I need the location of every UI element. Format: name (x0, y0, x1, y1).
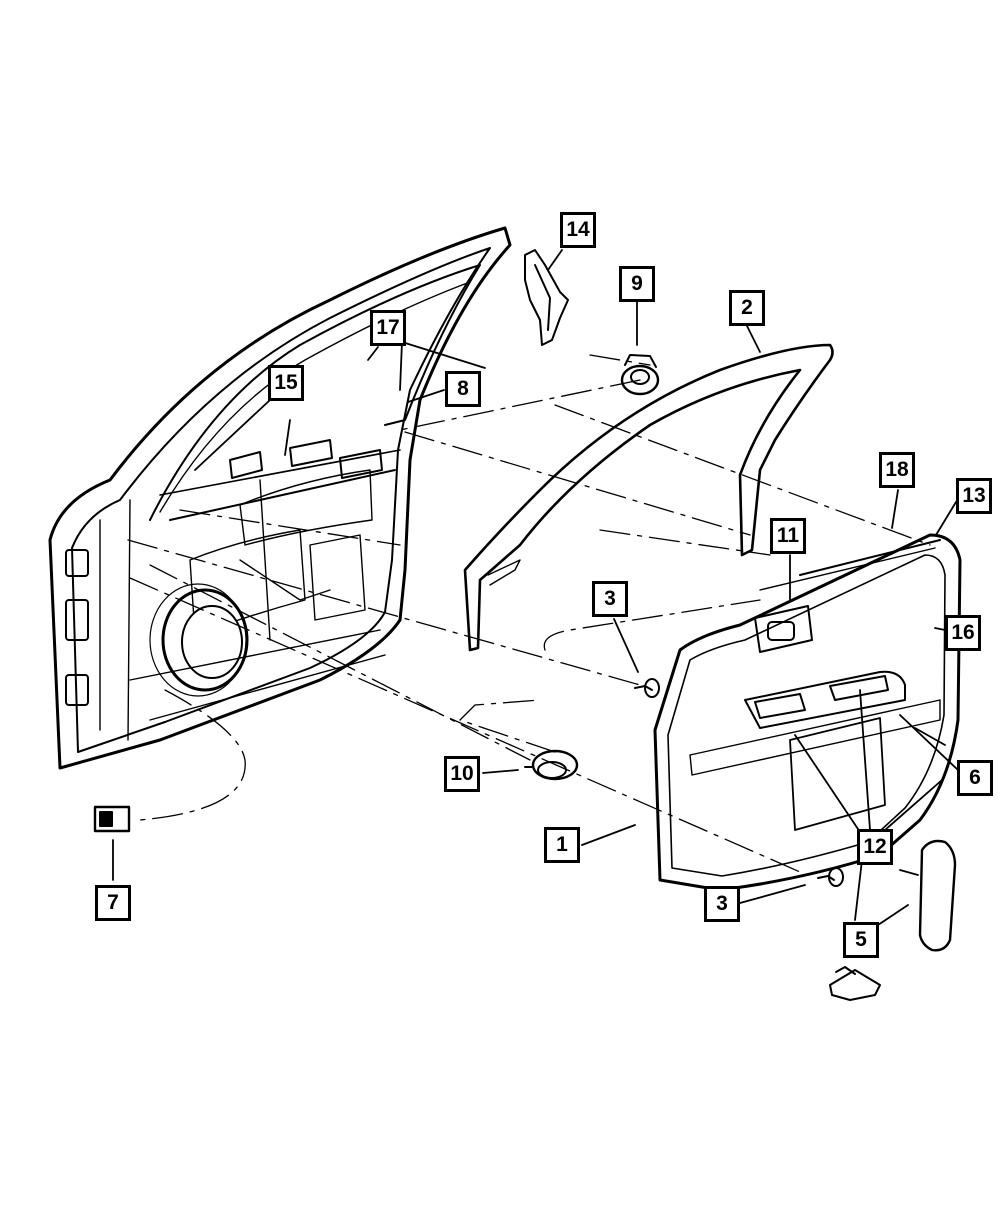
callout-9: 9 (619, 266, 655, 302)
callout-7: 7 (95, 885, 131, 921)
callout-15: 15 (268, 365, 304, 401)
callout-17: 17 (370, 310, 406, 346)
part-5-bezel (829, 839, 957, 1001)
callout-10: 10 (444, 756, 480, 792)
callout-18: 18 (879, 452, 915, 488)
alignment-lines (127, 354, 931, 873)
part-14-bracket (524, 249, 569, 346)
callout-5: 5 (843, 922, 879, 958)
door-inner-frame (48, 226, 512, 770)
callout-12: 12 (857, 829, 893, 865)
part-9-clip (620, 354, 660, 396)
callout-8: 8 (445, 371, 481, 407)
callout-11: 11 (770, 518, 806, 554)
part-3-screws (634, 678, 844, 887)
callout-13: 13 (956, 478, 992, 514)
leader-lines (112, 249, 959, 926)
callout-16: 16 (945, 615, 981, 651)
callout-6: 6 (957, 760, 993, 796)
part-7-connector (93, 805, 131, 833)
callout-3-upper: 3 (592, 581, 628, 617)
part-2-glass-run-seal (463, 343, 834, 652)
part-1-door-trim-panel (653, 533, 962, 892)
callout-3-lower: 3 (704, 886, 740, 922)
callout-2: 2 (729, 290, 765, 326)
callout-14: 14 (560, 212, 596, 248)
callout-1: 1 (544, 827, 580, 863)
